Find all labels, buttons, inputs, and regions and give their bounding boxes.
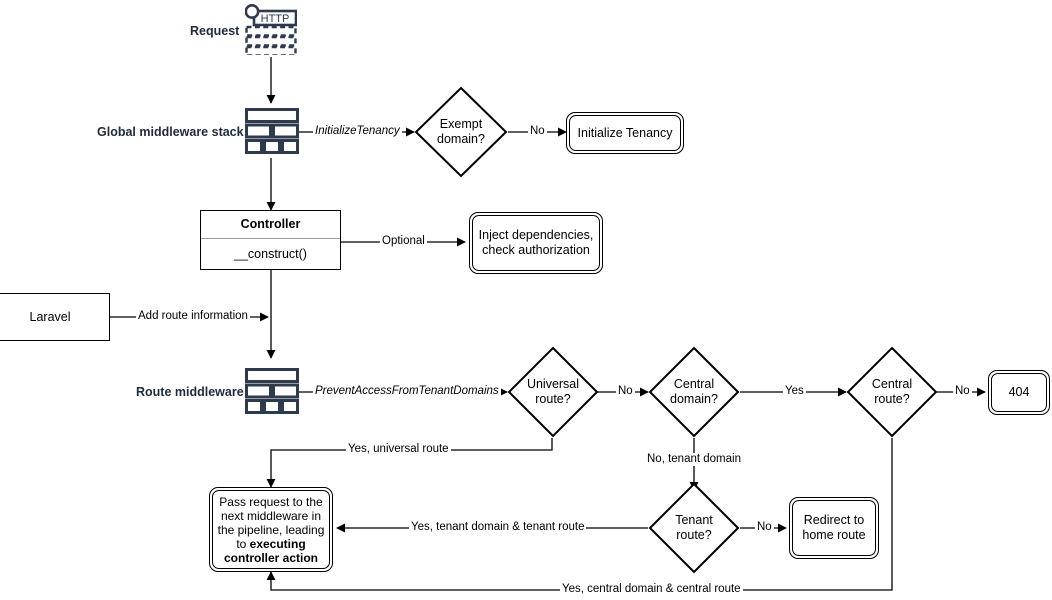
node-controller-title: Controller xyxy=(201,211,340,239)
decision-central-route-line2: route? xyxy=(874,392,910,406)
diamond-shape xyxy=(648,482,740,574)
node-inject-dependencies[interactable]: Inject dependencies, check authorization xyxy=(469,212,603,274)
pass-request-line-4: to xyxy=(236,536,250,551)
edge-label-yes-central-domain-central-route: Yes, central domain & central route xyxy=(560,583,743,596)
node-controller[interactable]: Controller __construct() xyxy=(200,210,341,270)
edge-label-no-tenant-domain: No, tenant domain xyxy=(645,453,743,466)
decision-exempt-domain[interactable]: Exempt domain? xyxy=(414,86,508,178)
edge-label-prevent-access: PreventAccessFromTenantDomains xyxy=(313,385,501,398)
pass-request-bold-1: executing xyxy=(249,536,306,551)
pass-request-line-2: next middleware in xyxy=(220,508,322,523)
diamond-shape xyxy=(846,346,938,438)
diamond-shape xyxy=(648,346,740,438)
node-laravel-label: Laravel xyxy=(29,309,71,324)
decision-central-domain[interactable]: Central domain? xyxy=(648,346,740,438)
pass-request-line-3: the pipeline, leading xyxy=(217,522,325,537)
decision-exempt-domain-line1: Exempt xyxy=(439,117,483,131)
decision-universal-route-line2: route? xyxy=(535,392,571,406)
decision-central-route-line1: Central xyxy=(871,377,913,391)
node-pass-request[interactable]: Pass request to the next middleware in t… xyxy=(209,487,333,572)
decision-tenant-route[interactable]: Tenant route? xyxy=(648,482,740,574)
decision-central-route[interactable]: Central route? xyxy=(846,346,938,438)
edge-label-optional: Optional xyxy=(380,235,427,248)
pass-request-bold-2: controller action xyxy=(223,550,318,565)
node-404[interactable]: 404 xyxy=(988,370,1050,415)
decision-tenant-route-line2: route? xyxy=(676,528,712,542)
decision-tenant-route-line1: Tenant xyxy=(675,513,713,527)
diamond-shape xyxy=(507,346,599,438)
node-initialize-tenancy-label: Initialize Tenancy xyxy=(577,125,673,140)
node-initialize-tenancy[interactable]: Initialize Tenancy xyxy=(566,112,684,154)
node-redirect-home-route[interactable]: Redirect to home route xyxy=(789,497,879,559)
node-laravel[interactable]: Laravel xyxy=(0,293,110,341)
svg-text:HTTP: HTTP xyxy=(261,13,290,25)
decision-universal-route[interactable]: Universal route? xyxy=(507,346,599,438)
http-request-icon: HTTP xyxy=(244,3,298,57)
edge-label-exempt-no: No xyxy=(528,125,547,138)
edge-label-initialize-tenancy: InitializeTenancy xyxy=(313,125,402,138)
edge-label-universal-no: No xyxy=(616,385,635,398)
decision-central-domain-line2: domain? xyxy=(670,392,718,406)
node-inject-dependencies-label: Inject dependencies, check authorization xyxy=(478,228,594,257)
edge-label-yes-tenant-domain-tenant-route: Yes, tenant domain & tenant route xyxy=(409,521,587,534)
edge-label-tenant-route-no: No xyxy=(755,521,774,534)
edge-label-yes-universal-route: Yes, universal route xyxy=(346,443,451,456)
route-middleware-icon xyxy=(245,368,299,415)
request-label: Request xyxy=(190,24,240,38)
node-404-label: 404 xyxy=(1008,385,1030,399)
global-middleware-stack-icon xyxy=(245,108,299,155)
edge-label-central-domain-yes: Yes xyxy=(783,385,806,398)
node-redirect-home-route-label: Redirect to home route xyxy=(802,513,866,542)
global-middleware-stack-label: Global middleware stack xyxy=(97,125,244,139)
decision-universal-route-line1: Universal xyxy=(526,377,580,391)
decision-central-domain-line1: Central xyxy=(673,377,715,391)
edge-label-add-route-information: Add route information xyxy=(136,310,250,323)
node-pass-request-label: Pass request to the next middleware in t… xyxy=(212,495,331,565)
edge-label-central-route-no: No xyxy=(953,385,972,398)
node-controller-member: __construct() xyxy=(234,247,307,261)
route-middleware-label: Route middleware xyxy=(136,385,244,399)
pass-request-line-1: Pass request to the xyxy=(219,494,323,509)
diamond-shape xyxy=(414,86,508,178)
decision-exempt-domain-line2: domain? xyxy=(437,132,485,146)
